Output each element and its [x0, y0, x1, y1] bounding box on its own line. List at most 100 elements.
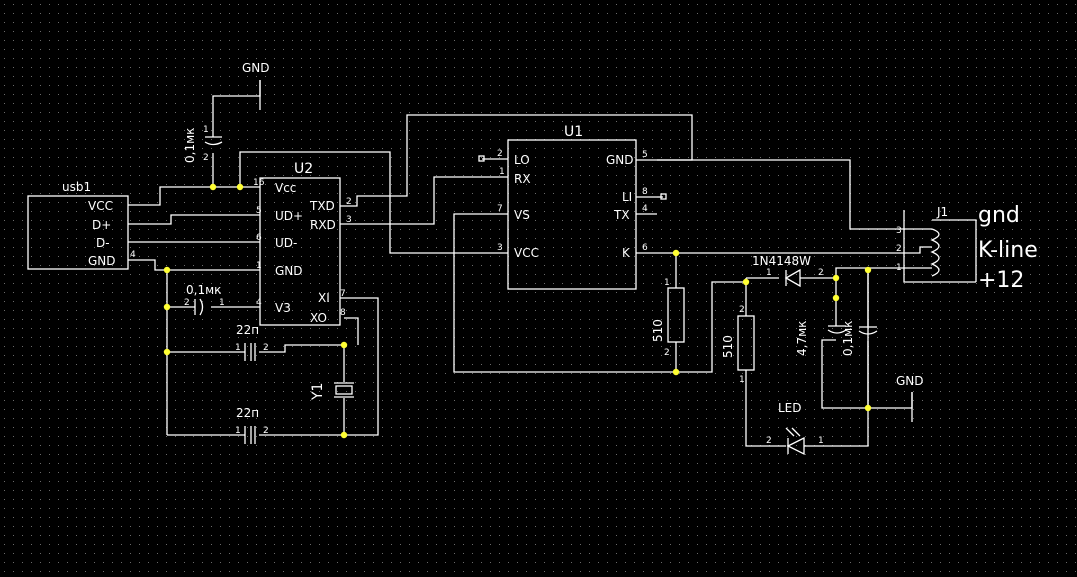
wires [128, 80, 932, 447]
cap-22p-a-pin2: 2 [263, 343, 269, 353]
resistor-k-pin2: 2 [664, 348, 670, 358]
u1-k: K [622, 246, 631, 260]
u2-pin3: 3 [346, 215, 352, 225]
resistor-k: 510 1 2 [651, 278, 685, 358]
led-pin2: 2 [766, 436, 772, 446]
gnd-top-label: GND [242, 61, 270, 75]
cap-top-pin1: 1 [203, 125, 209, 135]
u2-pin16: 16 [253, 178, 265, 188]
u1-pin3: 3 [497, 243, 503, 253]
cap-22p-a-value: 22п [236, 323, 259, 337]
cap-22p-b-pin1: 1 [235, 426, 241, 436]
u2-pin5: 5 [256, 206, 262, 216]
cap-22p-b-value: 22п [236, 406, 259, 420]
diode-part: 1N4148W [752, 254, 811, 268]
u2-gnd: GND [275, 264, 303, 278]
resistor-led-value: 510 [721, 335, 735, 358]
u1-li: LI [622, 190, 632, 204]
u1-lo: LO [514, 153, 530, 167]
cap-4-7uf: 4,7мк [795, 321, 847, 356]
usb1-pin-gnd: GND [88, 254, 116, 268]
resistor-led-pin1: 1 [739, 375, 745, 385]
u2-pin7: 7 [340, 289, 346, 299]
u2-pin8: 8 [340, 308, 346, 318]
u2-pin6: 6 [256, 233, 262, 243]
cap-22p-a: 22п 1 2 [235, 323, 269, 361]
led: LED 2 1 [766, 401, 824, 456]
cap-22p-a-pin1: 1 [235, 343, 241, 353]
resistor-led-pin2: 2 [739, 305, 745, 315]
cap-top: 0,1мк 1 2 [183, 125, 223, 163]
cap-0-1uf-value: 0,1мк [841, 321, 855, 356]
resistor-led: 510 2 1 [721, 305, 755, 385]
usb1-pin-number: 4 [130, 250, 136, 260]
u2-xi: XI [318, 291, 330, 305]
cap-v3-value: 0,1мк [186, 283, 221, 297]
gnd-symbol-right: GND [896, 374, 924, 422]
u1-chip: U1 LO RX VS VCC GND LI TX K 2 1 7 3 5 8 … [478, 124, 667, 290]
u2-chip: U2 Vcc UD+ UD- GND V3 TXD RXD XI XO 16 5… [253, 161, 352, 326]
u2-txd: TXD [309, 199, 335, 213]
u2-rxd: RXD [310, 218, 336, 232]
j1-pin1: 1 [896, 263, 902, 273]
u2-xo: XO [310, 311, 327, 325]
u1-ref: U1 [564, 124, 583, 140]
u1-tx: TX [613, 208, 630, 222]
u2-udp: UD+ [275, 209, 303, 223]
usb1-connector: usb1 VCC D+ D- GND 4 [27, 180, 136, 270]
u1-pin8: 8 [642, 187, 648, 197]
resistor-k-value: 510 [651, 319, 665, 342]
gnd-right-label: GND [896, 374, 924, 388]
j1-pin2: 2 [896, 244, 902, 254]
u1-vcc: VCC [514, 246, 539, 260]
cap-top-pin2: 2 [203, 153, 209, 163]
cap-top-value: 0,1мк [183, 128, 197, 163]
u1-rx: RX [514, 172, 531, 186]
u1-pin2: 2 [497, 149, 503, 159]
u2-vcc: Vcc [275, 181, 296, 195]
led-pin1: 1 [818, 436, 824, 446]
u2-pin1: 1 [256, 261, 262, 271]
usb1-pin-dplus: D+ [92, 218, 111, 232]
diode-pin2: 2 [818, 268, 824, 278]
diode-1n4148w: 1N4148W 1 2 [752, 254, 824, 288]
crystal-ref: Y1 [310, 383, 326, 401]
cap-v3: 0,1мк 2 1 [184, 283, 225, 316]
u1-pin1: 1 [499, 167, 505, 177]
j1-label-gnd: gnd [978, 203, 1020, 228]
diode-pin1: 1 [766, 268, 772, 278]
resistor-k-pin1: 1 [664, 278, 670, 288]
u1-pin6: 6 [642, 243, 648, 253]
u1-pin4: 4 [642, 204, 648, 214]
j1-ref: J1 [936, 205, 948, 219]
cap-0-1uf: 0,1мк [841, 321, 878, 356]
u1-pin7: 7 [497, 204, 503, 214]
u1-vs: VS [514, 208, 530, 222]
u1-gnd: GND [606, 153, 634, 167]
u2-v3: V3 [275, 301, 291, 315]
j1-label-kline: K-line [978, 238, 1038, 263]
gnd-symbol-top: GND [242, 61, 270, 110]
junction-dots [163, 183, 872, 439]
usb1-pin-vcc: VCC [88, 199, 113, 213]
j1-label-12v: +12 [978, 268, 1024, 293]
j1-pin3: 3 [896, 226, 902, 236]
usb1-pin-dminus: D- [96, 236, 110, 250]
cap-22p-b: 22п 1 2 [235, 406, 269, 444]
u2-ref: U2 [294, 161, 313, 177]
crystal-y1: Y1 [310, 382, 354, 401]
j1-connector: J1 gnd K-line +12 3 2 1 [896, 203, 1038, 293]
led-ref: LED [778, 401, 802, 415]
u1-pin5: 5 [642, 150, 648, 160]
usb1-ref: usb1 [62, 180, 91, 194]
cap-v3-pin2: 2 [184, 298, 190, 308]
u2-pin4: 4 [256, 298, 262, 308]
cap-v3-pin1: 1 [219, 298, 225, 308]
u2-pin2: 2 [346, 197, 352, 207]
cap-22p-b-pin2: 2 [263, 426, 269, 436]
u2-udm: UD- [275, 236, 297, 250]
cap-4-7uf-value: 4,7мк [795, 321, 809, 356]
